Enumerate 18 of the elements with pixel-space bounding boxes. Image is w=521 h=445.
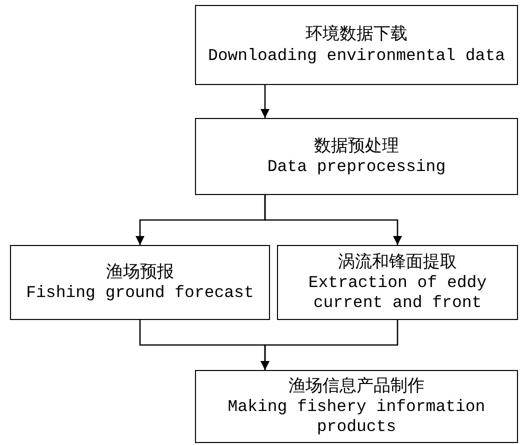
arrow — [264, 195, 402, 245]
process-box — [277, 245, 518, 320]
process-box — [195, 118, 518, 195]
chinese-label: 涡流和锋面提取 — [338, 252, 457, 274]
process-box — [195, 370, 518, 443]
arrow — [260, 320, 398, 370]
process-box — [10, 245, 270, 320]
chinese-label: 数据预处理 — [314, 136, 399, 158]
english-label: Extraction of eddy current and front — [307, 273, 488, 313]
english-label: Fishing ground forecast — [26, 283, 254, 304]
process-box — [195, 5, 518, 85]
chinese-label: 环境数据下载 — [306, 24, 408, 46]
arrow — [260, 85, 270, 118]
chinese-label: 渔场信息产品制作 — [288, 376, 424, 398]
chinese-label: 渔场预报 — [106, 262, 174, 284]
english-label: Downloading environmental data — [208, 46, 506, 66]
english-label: Making fishery information products — [226, 397, 486, 437]
english-label: Data preprocessing — [267, 157, 446, 178]
